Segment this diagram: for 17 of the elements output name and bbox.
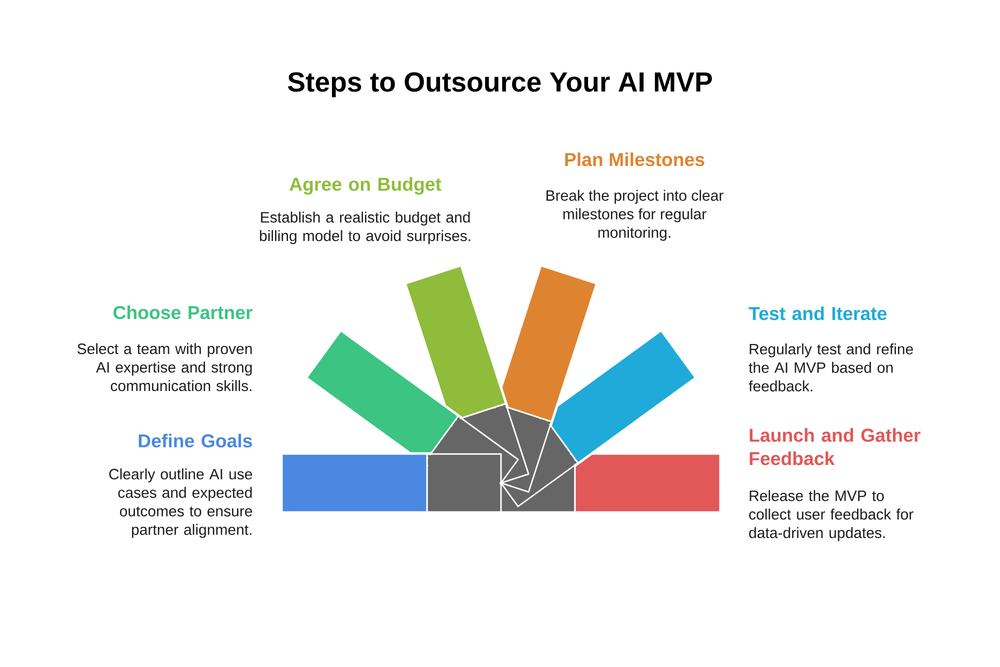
- title: Steps to Outsource Your AI MVP: [288, 72, 712, 98]
- step-description: Clearly outline AI use cases and expected outcomes to ensure partner alignment.: [109, 468, 252, 538]
- step-heading: Test and Iterate: [748, 306, 887, 320]
- step-description: Establish a realistic budget and billing model to avoid surprises.: [260, 212, 470, 244]
- step-heading: Agree on Budget: [290, 177, 442, 195]
- step-description: Break the project into clear milestones for regular monitoring.: [546, 190, 724, 241]
- step-bar: [500, 264, 598, 422]
- step-heading: Plan Milestones: [565, 152, 704, 166]
- step-bar: [574, 453, 721, 513]
- step-description: Regularly test and refine the AI MVP based on feedback.: [748, 343, 913, 392]
- step-heading: Choose Partner: [113, 305, 252, 320]
- step-description: Release the MVP to collect user feedback for data-driven updates.: [749, 490, 914, 542]
- step-heading: Define Goals: [138, 434, 252, 448]
- step-bar: [550, 330, 696, 464]
- step-description: Select a team with proven AI expertise and strong communication skills.: [78, 343, 252, 392]
- step-heading: Launch and Gather Feedback: [750, 428, 920, 466]
- step-bar: [281, 453, 428, 513]
